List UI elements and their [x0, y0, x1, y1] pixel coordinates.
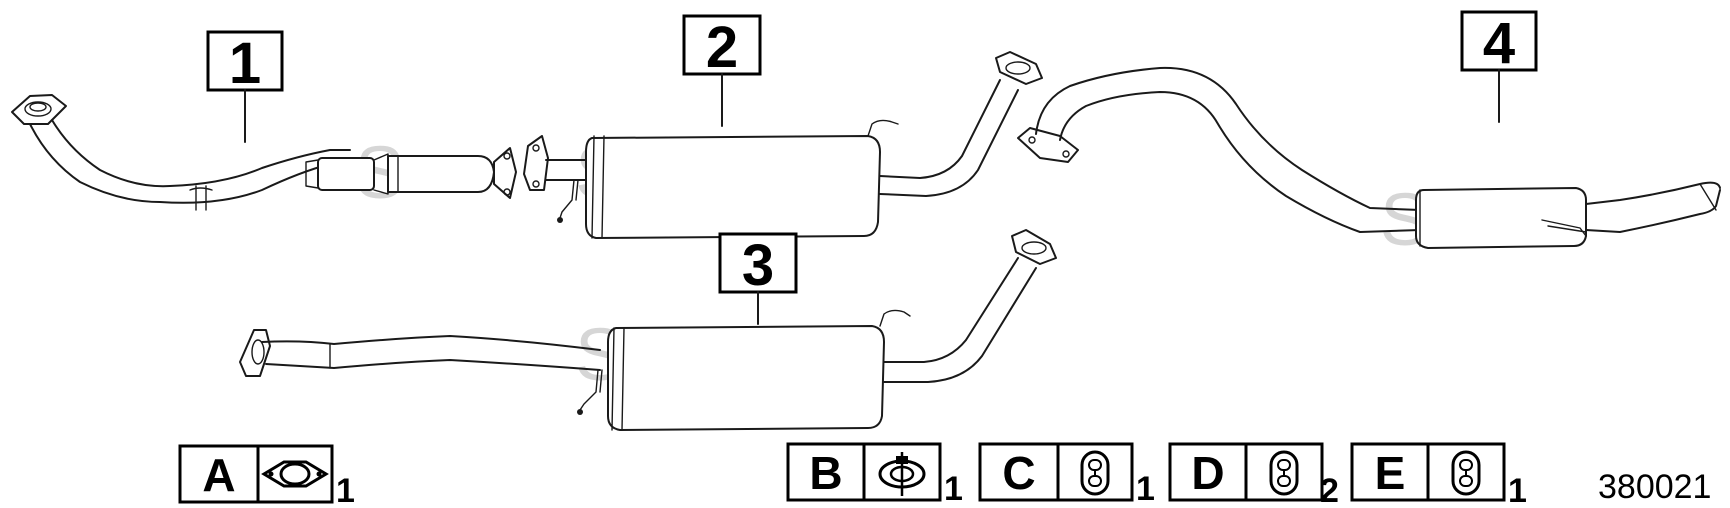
flange-gasket-icon [261, 460, 329, 488]
legend-item-c: C 1 [978, 442, 1155, 508]
callout-1: 1 [206, 30, 284, 143]
rubber-hanger-icon [1451, 450, 1481, 496]
callout-label-2: 2 [706, 15, 738, 80]
callout-label-1: 1 [229, 31, 261, 96]
legend-qty-d: 2 [1320, 472, 1339, 508]
part-4-rear-muffler [1017, 66, 1721, 249]
part-1-front-pipe [11, 94, 517, 211]
legend-qty-b: 1 [944, 470, 963, 508]
rubber-hanger-icon [1080, 450, 1110, 496]
legend-letter-a: A [202, 449, 235, 501]
callout-label-3: 3 [742, 233, 774, 298]
legend-item-b: B 1 [786, 442, 963, 508]
part-3-centre-muffler-alt [239, 229, 1057, 431]
legend-letter-b: B [809, 447, 842, 499]
legend-item-d: D 2 [1168, 442, 1339, 508]
legend-qty-c: 1 [1136, 470, 1155, 508]
callout-2: 2 [682, 14, 762, 127]
rubber-hanger-icon [1269, 450, 1299, 496]
legend-item-e: E 1 [1350, 442, 1527, 508]
drawing-number: 380021 [1598, 468, 1711, 506]
legend-letter-d: D [1191, 447, 1224, 499]
legend-letter-c: C [1002, 447, 1035, 499]
callout-3: 3 [718, 232, 798, 325]
legend-qty-e: 1 [1508, 472, 1527, 508]
part-2-centre-muffler [523, 51, 1043, 239]
callout-4: 4 [1460, 10, 1538, 123]
callout-label-4: 4 [1483, 11, 1515, 76]
legend-letter-e: E [1375, 447, 1406, 499]
pipe-clamp-icon [878, 452, 926, 496]
legend-qty-a: 1 [336, 472, 355, 508]
legend-item-a: A 1 [178, 444, 355, 508]
